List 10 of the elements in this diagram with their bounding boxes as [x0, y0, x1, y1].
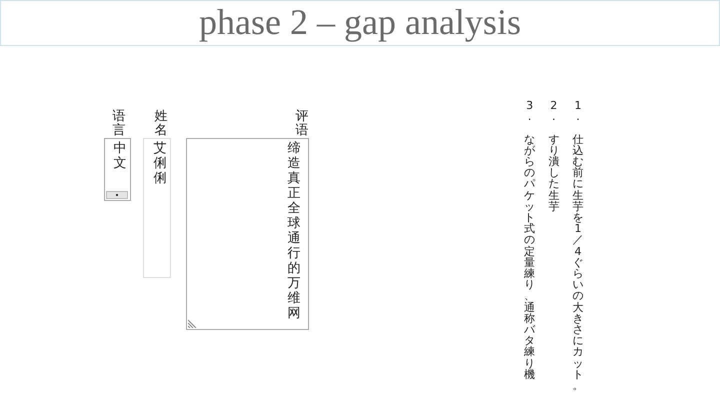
text-field: 艾俐俐	[143, 138, 171, 278]
field-label: 评语	[294, 110, 310, 138]
list-item: 2. すり潰した生芋	[547, 100, 560, 212]
slide-title: phase 2 – gap analysis	[0, 0, 720, 46]
text-area: 缔造真正全球通行的万维网	[186, 138, 309, 330]
field-label: 姓名	[153, 110, 168, 138]
dropdown-field: 中文	[104, 138, 131, 201]
field-label: 语言	[111, 110, 126, 138]
list-item: 3. ながらのパケット式の定量練り、通称バタ練り機	[523, 100, 536, 380]
list-item: 1. 仕込む前に生芋を1／4ぐらいの大きさにカット。	[571, 100, 584, 392]
